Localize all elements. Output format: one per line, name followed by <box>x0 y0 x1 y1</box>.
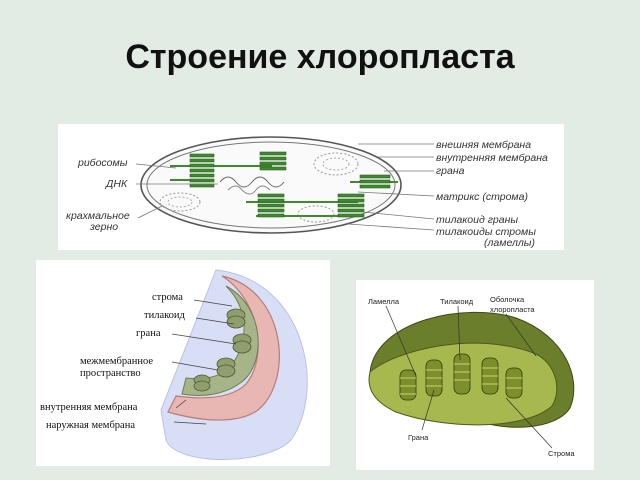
label-grana-left: грана <box>136 328 161 339</box>
grana-stacks <box>189 151 391 218</box>
label-intermembrane-1: межмембранное <box>80 356 153 367</box>
label-inner-membrane-left: внутренняя мембрана <box>40 402 138 413</box>
label-outer-membrane-left: наружная мембрана <box>46 420 135 431</box>
label-ribosomes: рибосомы <box>77 157 128 169</box>
label-granum-thylakoid: тилакоид граны <box>436 214 518 226</box>
chloroplast-cutaway-diagram: строма тилакоид грана межмембранное прос… <box>36 260 330 466</box>
label-grana: грана <box>436 165 465 177</box>
leader-lines-left <box>135 163 218 219</box>
chloroplast-3d-svg: Ламелла Тилакоид Оболочка хлоропласта Гр… <box>368 295 575 458</box>
starch-grain-inner <box>167 196 193 208</box>
label-stroma-right: Строма <box>548 449 575 458</box>
leader-lines-right <box>347 143 435 231</box>
leader-lines-left-diagram <box>171 299 237 425</box>
label-inner-membrane: внутренняя мембрана <box>436 152 548 164</box>
label-thylakoid-right: Тилакоид <box>440 297 474 306</box>
page-title: Строение хлоропласта <box>125 38 515 76</box>
starch-grain-inner-2 <box>322 157 350 171</box>
label-envelope-2: хлоропласта <box>490 305 535 314</box>
chloroplast-section-diagram: рибосомы ДНК крахмальное зерно внешняя м… <box>58 124 564 250</box>
chloroplast-section-svg: рибосомы ДНК крахмальное зерно внешняя м… <box>66 136 548 249</box>
chloroplast-cutaway-svg: строма тилакоид грана межмембранное прос… <box>40 269 308 460</box>
label-thylakoid: тилакоид <box>144 310 186 321</box>
label-dna: ДНК <box>105 178 128 190</box>
label-starch-1: крахмальное <box>66 210 130 222</box>
label-stroma-thylakoids: тилакоиды стромы <box>436 226 536 238</box>
dna-strand-2 <box>227 185 271 195</box>
starch-grain-shape <box>159 192 201 212</box>
starch-grain-shape-2 <box>313 152 359 176</box>
label-starch-2: зерно <box>89 221 118 233</box>
label-matrix: матрикс (строма) <box>436 191 528 203</box>
label-lamella: Ламелла <box>368 297 400 306</box>
thylakoid-lines <box>400 363 522 395</box>
label-intermembrane-2: пространство <box>80 368 141 379</box>
starch-grain-shape-3 <box>297 205 335 223</box>
inner-membrane-shape <box>146 141 396 229</box>
label-outer-membrane: внешняя мембрана <box>436 139 531 151</box>
grana-discs <box>193 308 252 392</box>
dna-strand <box>219 176 285 188</box>
label-granum: Грана <box>408 433 429 442</box>
label-stroma: строма <box>152 292 183 303</box>
chloroplast-3d-diagram: Ламелла Тилакоид Оболочка хлоропласта Гр… <box>356 280 594 470</box>
label-envelope-1: Оболочка <box>490 295 525 304</box>
label-lamellae: (ламеллы) <box>484 237 535 249</box>
leader-lines-right-diagram <box>385 305 553 449</box>
